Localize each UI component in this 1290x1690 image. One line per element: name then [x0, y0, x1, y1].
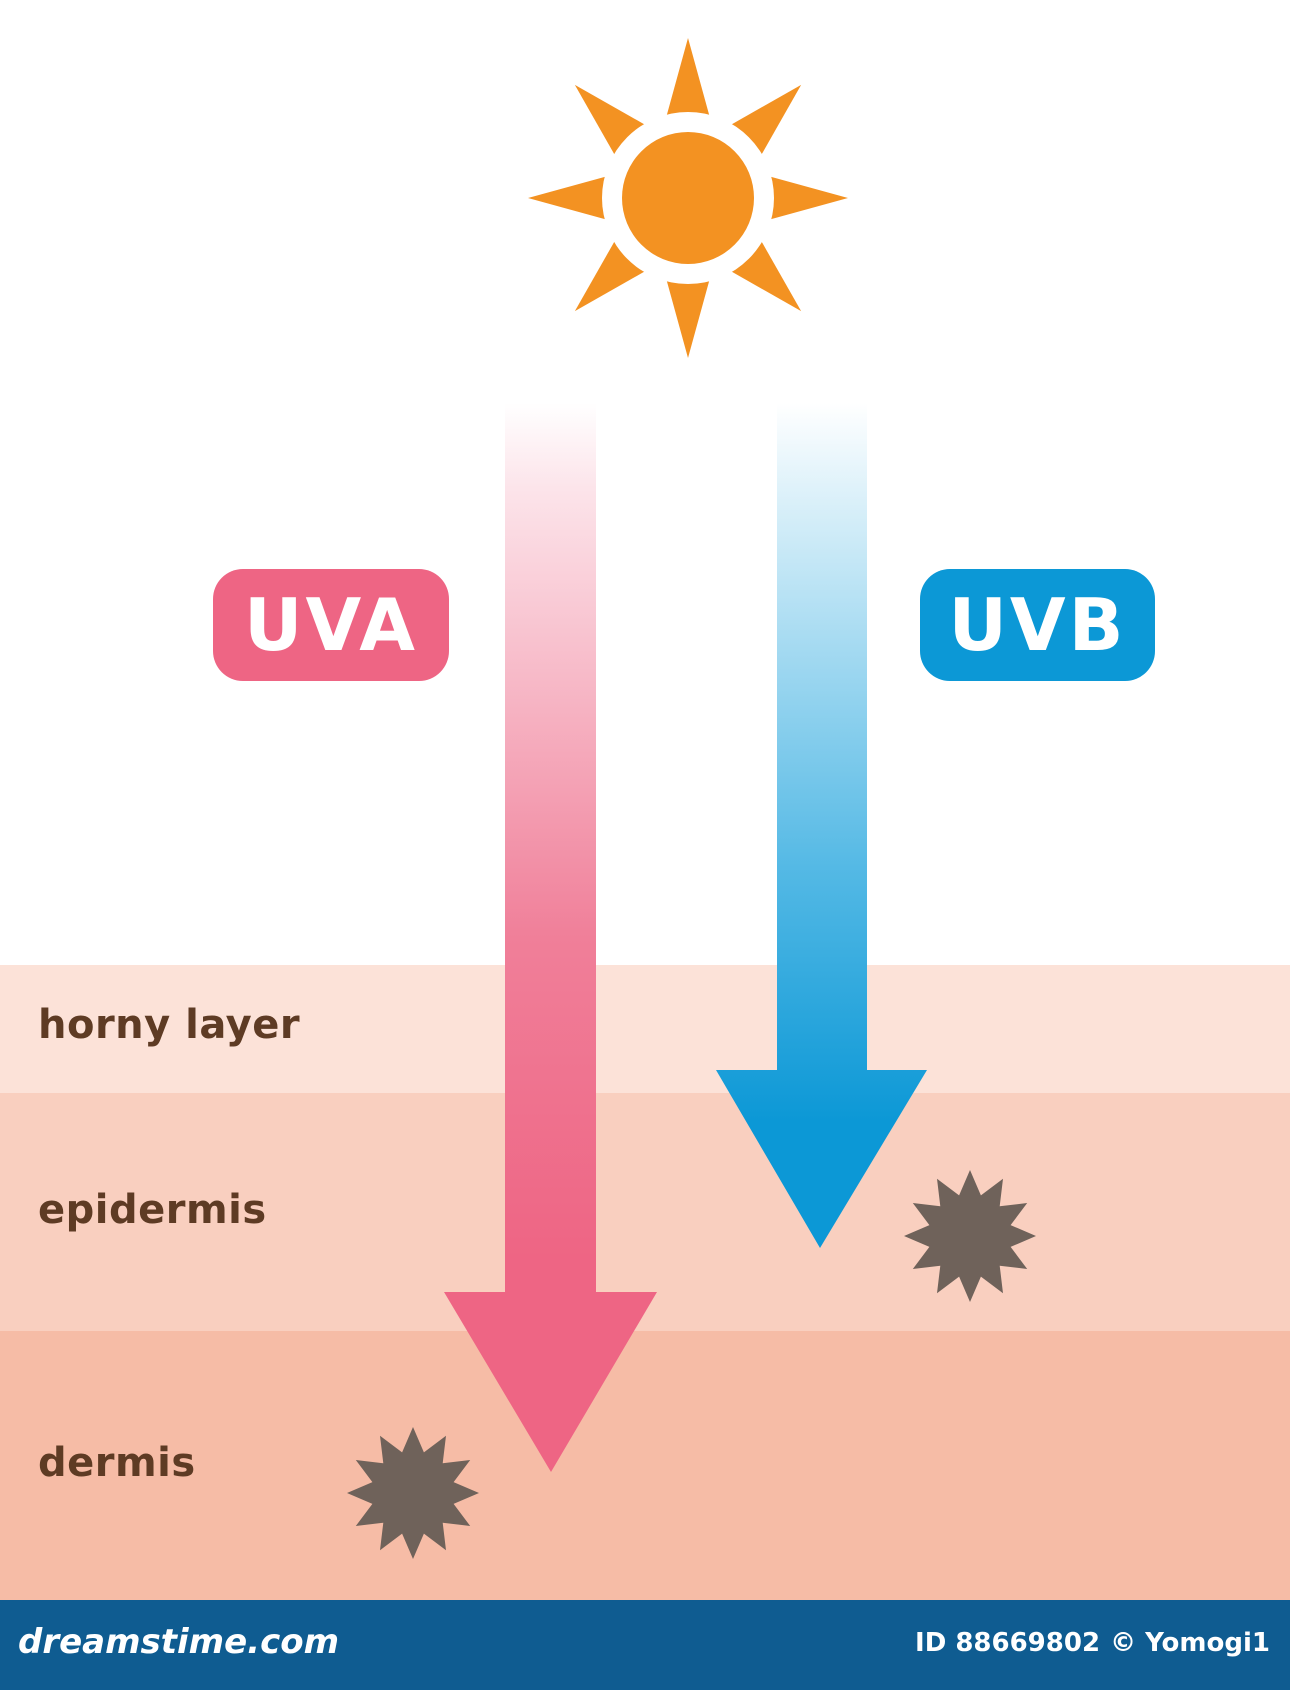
horny-layer-band: [0, 965, 1290, 1093]
sun-ray: [528, 176, 608, 220]
dermis-label: dermis: [38, 1440, 196, 1486]
footer-image-id: ID 88669802: [915, 1628, 1101, 1658]
diagram-art: [347, 38, 1036, 1559]
damage-burst-icon: [347, 1427, 479, 1559]
footer-bar: dreamstime.com ID 88669802 © Yomogi1: [0, 1600, 1290, 1690]
uvb-badge: UVB: [920, 569, 1155, 681]
uvb-arrow-icon: [716, 403, 927, 1248]
footer-site-name[interactable]: dreamstime.com: [18, 1622, 340, 1662]
epidermis-label: epidermis: [38, 1187, 267, 1233]
footer-credit: ID 88669802 © Yomogi1: [905, 1628, 1270, 1658]
damage-burst-icon: [904, 1170, 1036, 1302]
uva-badge: UVA: [213, 569, 449, 681]
sun-ray: [666, 38, 710, 118]
epidermis-band: [0, 1093, 1290, 1331]
horny-layer-label: horny layer: [38, 1002, 301, 1048]
sun-icon: [528, 38, 848, 358]
uva-arrow-icon: [444, 403, 657, 1472]
footer-author: © Yomogi1: [1110, 1628, 1270, 1658]
sun-ray: [666, 278, 710, 358]
sun-ray: [768, 176, 848, 220]
dermis-band: [0, 1331, 1290, 1600]
